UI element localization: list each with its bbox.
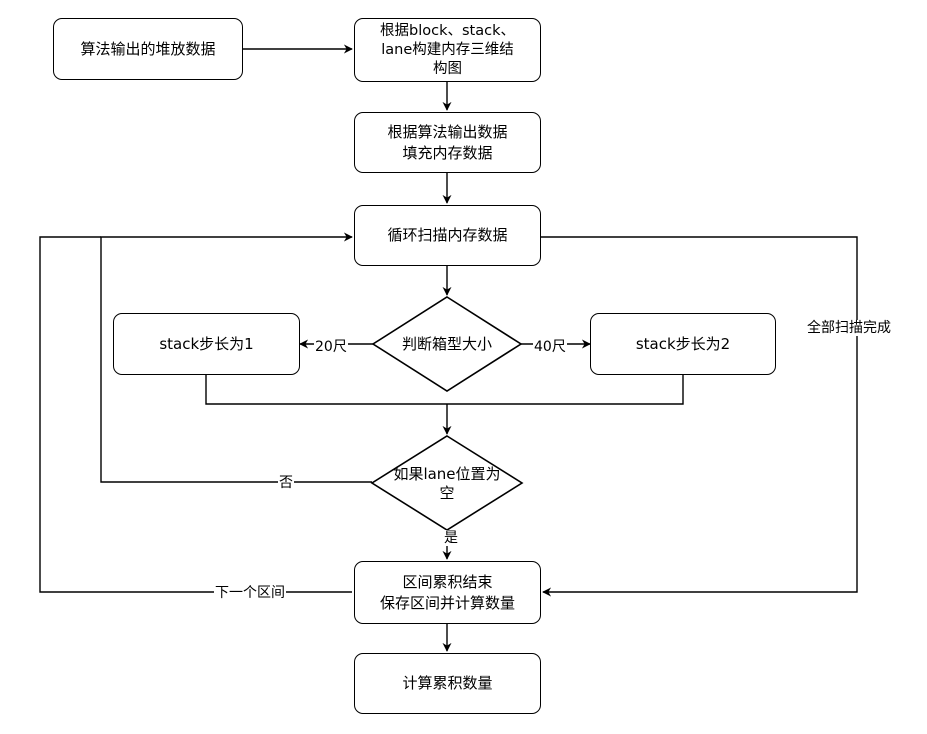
node-stack-step-2: stack步长为2 xyxy=(590,313,776,375)
edge-next-interval xyxy=(40,237,352,592)
edge-label-next-interval: 下一个区间 xyxy=(214,585,286,601)
decision-lane-empty-text: 如果lane位置为 空 xyxy=(376,464,518,504)
node-input-data: 算法输出的堆放数据 xyxy=(53,18,243,80)
decision-judge-size-text: 判断箱型大小 xyxy=(380,330,514,358)
node-stack-step-1: stack步长为1 xyxy=(113,313,300,375)
edge-label-yes: 是 xyxy=(443,530,459,546)
node-loop-scan: 循环扫描内存数据 xyxy=(354,205,541,266)
edge-label-no: 否 xyxy=(278,475,294,491)
edge-label-all-scanned: 全部扫描完成 xyxy=(806,320,892,336)
node-calc-total: 计算累积数量 xyxy=(354,653,541,714)
node-fill-memory: 根据算法输出数据 填充内存数据 xyxy=(354,112,541,173)
node-accumulate-end: 区间累积结束 保存区间并计算数量 xyxy=(354,561,541,624)
edge-all-scanned xyxy=(541,237,857,592)
edge-label-20ft: 20尺 xyxy=(314,339,348,355)
edge-label-40ft: 40尺 xyxy=(533,339,567,355)
node-build-structure: 根据block、stack、 lane构建内存三维结 构图 xyxy=(354,18,541,82)
